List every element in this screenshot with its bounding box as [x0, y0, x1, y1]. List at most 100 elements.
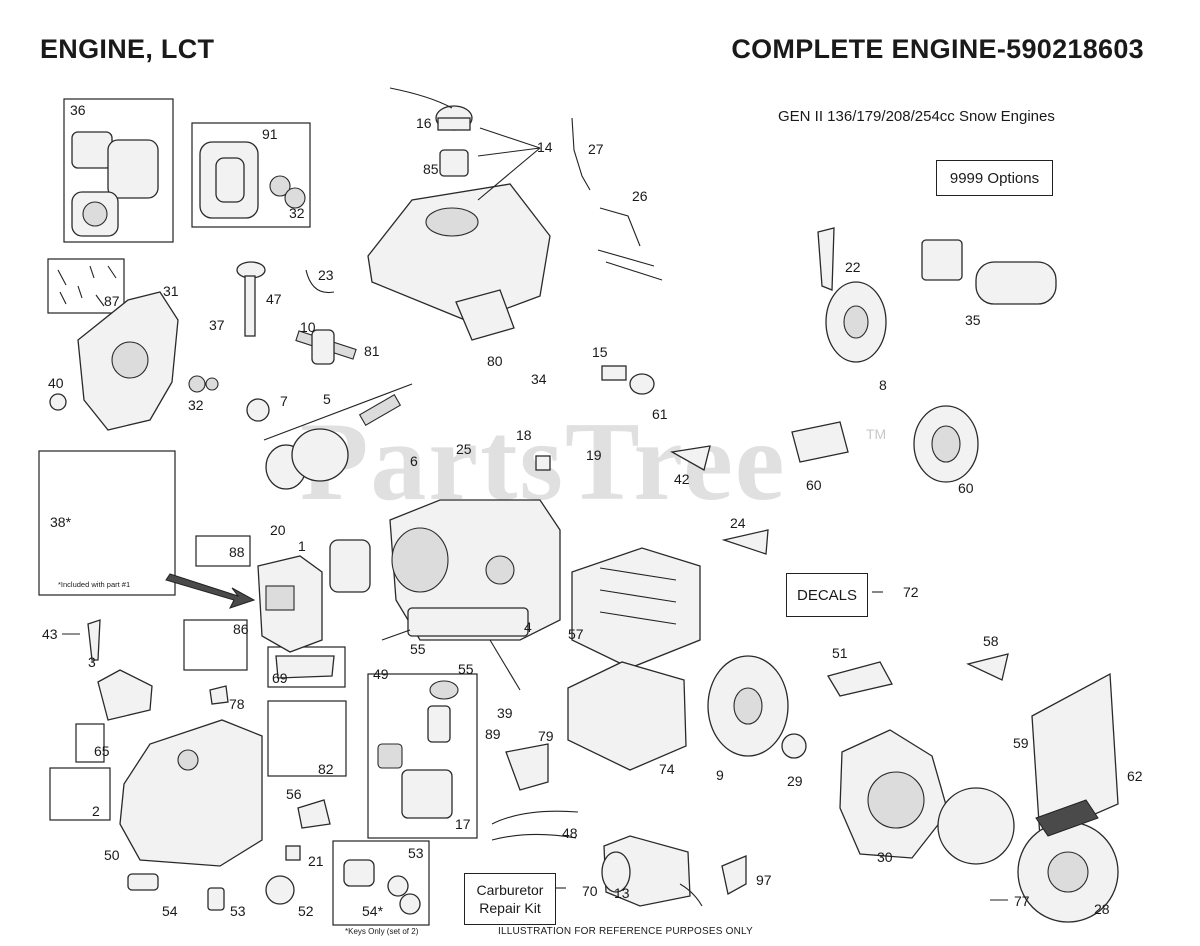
callout-32: 32: [289, 205, 305, 221]
callout-70: 70: [582, 883, 598, 899]
gasket-kit-36-frame: [63, 98, 174, 243]
screws-87: [57, 265, 117, 307]
cylinder-head-1: [257, 555, 323, 653]
callout-79: 79: [538, 728, 554, 744]
callout-50: 50: [104, 847, 120, 863]
cylinder-block-4: [389, 499, 561, 641]
carb-kit-line1: Carburetor: [476, 882, 544, 898]
callout-62: 62: [1127, 768, 1143, 784]
callout-30: 30: [877, 849, 893, 865]
clip-56: [297, 799, 331, 829]
callout-97: 97: [756, 872, 772, 888]
linkage-26: [599, 207, 641, 247]
page-title: ENGINE, LCT: [40, 34, 215, 64]
options-box: 9999 Options: [936, 160, 1053, 196]
watermark-trademark: TM: [866, 426, 887, 442]
callout-60: 60: [806, 477, 822, 493]
knob-61: [629, 373, 655, 395]
kit-88-frame: [195, 535, 251, 567]
air-guide-80: [455, 289, 515, 341]
callout-58: 58: [983, 633, 999, 649]
callout-21: 21: [308, 853, 324, 869]
bracket-24: [721, 529, 769, 555]
callout-48: 48: [562, 825, 578, 841]
primer-52: [265, 875, 295, 905]
callout-88: 88: [229, 544, 245, 560]
starter-gear-8: [825, 281, 887, 363]
switch-18: [535, 455, 551, 471]
crankshaft-10: [295, 329, 357, 365]
callout-60: 60: [958, 480, 974, 496]
callout-39: 39: [497, 705, 513, 721]
callout-24: 24: [730, 515, 746, 531]
callout-9: 9: [716, 767, 724, 783]
callout-80: 80: [487, 353, 503, 369]
gasket-kit-91-frame: [191, 122, 311, 228]
fuel-tank-14: [367, 183, 551, 323]
callout-57: 57: [568, 626, 584, 642]
callout-54: 54: [162, 903, 178, 919]
callout-19: 19: [586, 447, 602, 463]
callout-56: 56: [286, 786, 302, 802]
muffler-74: [567, 661, 687, 771]
callout-3: 3: [88, 654, 96, 670]
callout-43: 43: [42, 626, 58, 642]
callout-15: 15: [592, 344, 608, 360]
engine-shroud-50: [119, 719, 263, 867]
callout-6: 6: [410, 453, 418, 469]
clip-13b: [679, 883, 703, 907]
piston-kit-5: [265, 394, 402, 490]
air-cleaner-13: [601, 835, 691, 907]
starter-handle-62: [1035, 799, 1099, 837]
callout-10: 10: [300, 319, 316, 335]
callout-49: 49: [373, 666, 389, 682]
callout-29: 29: [787, 773, 803, 789]
bracket-79: [505, 743, 549, 791]
ignition-switch-53: [343, 859, 421, 915]
callout-40: 40: [48, 375, 64, 391]
electric-starter-35: [921, 239, 1057, 305]
callout-72: 72: [903, 584, 919, 600]
callout-1: 1: [298, 538, 306, 554]
cam-gear-7: [246, 398, 270, 422]
callout-86: 86: [233, 621, 249, 637]
callout-2: 2: [92, 803, 100, 819]
bracket-78: [209, 685, 229, 705]
callout-42: 42: [674, 471, 690, 487]
callout-4: 4: [524, 619, 532, 635]
callout-37: 37: [209, 317, 225, 333]
gasket-set-36: [71, 131, 159, 237]
carburetor-17: [377, 705, 453, 819]
knob-39: [429, 680, 459, 700]
assembly-title: COMPLETE ENGINE-590218603: [731, 34, 1144, 64]
recoil-starter-28: [1017, 821, 1119, 923]
valve-15: [601, 365, 627, 381]
callout-78: 78: [229, 696, 245, 712]
callout-53: 53: [408, 845, 424, 861]
decals-box: DECALS: [786, 573, 868, 617]
callout-85: 85: [423, 161, 439, 177]
wire-harness-48: [491, 810, 579, 825]
bracket-58: [966, 653, 1009, 681]
reference-footer: ILLUSTRATION FOR REFERENCE PURPOSES ONLY: [498, 926, 753, 937]
fuel-cap-16: [435, 105, 473, 131]
callout-35: 35: [965, 312, 981, 328]
kit-82-frame: [267, 700, 347, 777]
included-note: *Included with part #1: [58, 580, 131, 589]
drive-plate: [937, 787, 1015, 865]
flywheel-9: [707, 655, 789, 757]
callout-74: 74: [659, 761, 675, 777]
callout-36: 36: [70, 102, 86, 118]
callout-25: 25: [456, 441, 472, 457]
starter-cup-29: [781, 733, 807, 759]
callout-53: 53: [230, 903, 246, 919]
key-53: [207, 887, 225, 911]
callout-51: 51: [832, 645, 848, 661]
kit-65-frame: [75, 723, 105, 763]
callout-32: 32: [188, 397, 204, 413]
callout-7: 7: [280, 393, 288, 409]
callout-23: 23: [318, 267, 334, 283]
callout-82: 82: [318, 761, 334, 777]
kit-38-frame: [38, 450, 176, 596]
